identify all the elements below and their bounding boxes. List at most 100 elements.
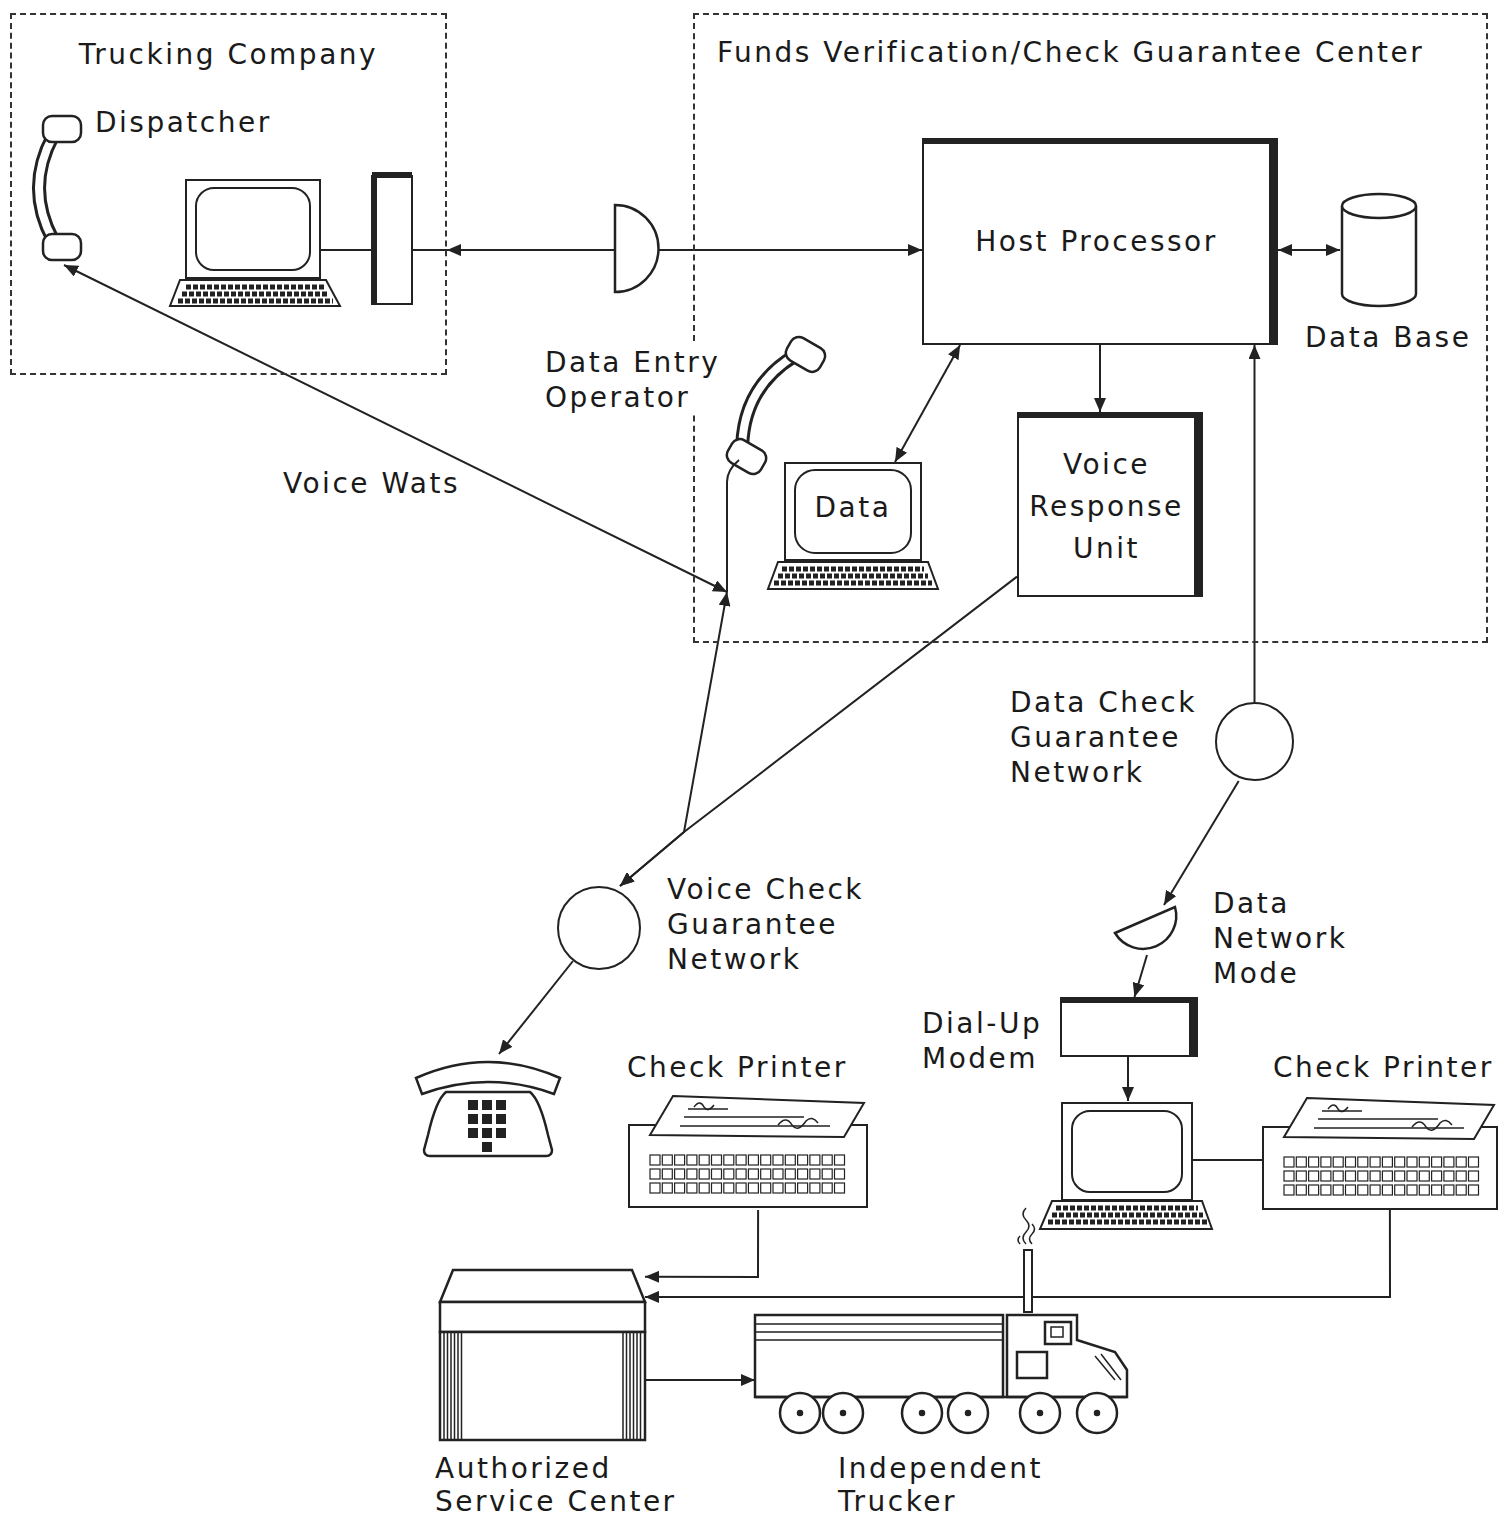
check-printer-icon-part (1432, 1171, 1442, 1181)
telephone-icon-part-part (496, 1100, 506, 1110)
check-printer-icon-part (1395, 1185, 1405, 1195)
check-printer-icon-part (724, 1183, 734, 1193)
connector-arrow (645, 1379, 755, 1381)
check-printer-icon-part (650, 1155, 660, 1165)
check-printer-icon-part (785, 1183, 795, 1193)
truck-illustration-icon-part-part (841, 1411, 845, 1415)
service-building: Authorized Service Center (440, 1270, 645, 1440)
terminal-icon-icon-part (768, 463, 938, 589)
wire (1192, 1159, 1262, 1161)
check-printer-icon-part (810, 1183, 820, 1193)
check-printer-icon-part (822, 1155, 832, 1165)
check-printer-icon-part (1296, 1171, 1306, 1181)
check-printer-icon-part (785, 1169, 795, 1179)
truck-illustration-icon-part-part (1077, 1393, 1117, 1433)
telephone-icon-part-part (468, 1100, 478, 1110)
check-printer-icon-part (650, 1096, 864, 1137)
check-printer-icon-part (687, 1155, 697, 1165)
check-printer-icon-part (1407, 1185, 1417, 1195)
check-printer-icon-part (662, 1155, 672, 1165)
check-printer-icon (628, 1095, 868, 1210)
truck-illustration-icon-part-part (948, 1393, 988, 1433)
truck-illustration-icon-part-part (1038, 1411, 1042, 1415)
check-printer-icon-part (773, 1169, 783, 1179)
check-printer-icon-part (798, 1155, 808, 1165)
check-printer-icon-part (773, 1183, 783, 1193)
check-printer-icon-part (1382, 1157, 1392, 1167)
check-printer-icon-part (1284, 1098, 1494, 1139)
node-label: Check Printer (1273, 1050, 1501, 1085)
telephone-handset-icon-part-part (43, 234, 81, 260)
check-printer-icon-part (1395, 1171, 1405, 1181)
process-box: Voice Response Unit (1017, 412, 1203, 597)
remote-terminal (1040, 1103, 1212, 1229)
telephone-icon-part (468, 1100, 506, 1152)
check-printer-icon-part (1407, 1157, 1417, 1167)
truck-illustration-icon-part (755, 1315, 1127, 1433)
wire (320, 249, 449, 251)
check-printer-icon-part (699, 1155, 709, 1165)
truck-illustration-icon-part-part (780, 1393, 820, 1433)
telephone-handset-icon-part-part (39, 136, 53, 240)
check-printer-icon-part (1382, 1171, 1392, 1181)
telephone-icon-part-part (482, 1128, 492, 1138)
check-printer-icon-part (1370, 1185, 1380, 1195)
telephone-handset-icon-part-part (730, 349, 794, 446)
exhaust-stack-part (1018, 1208, 1035, 1244)
check-printer-icon-part (1284, 1157, 1294, 1167)
check-printer-icon-part (1321, 1171, 1331, 1181)
service-building-icon (440, 1270, 645, 1440)
leader-arrow (1127, 1057, 1129, 1101)
modem-symbol-icon-part (1115, 907, 1176, 949)
check-printer-icon-part (675, 1155, 685, 1165)
telephone-handset: Dispatcher (25, 110, 90, 265)
connector-arrow (645, 1210, 758, 1277)
check-printer-icon-part (810, 1169, 820, 1179)
database-cylinder-icon (1340, 192, 1418, 308)
network-circle: Voice Check Guarantee Network (557, 886, 641, 970)
check-printer-icon-part (662, 1169, 672, 1179)
truck-illustration-icon-part-part (920, 1411, 924, 1415)
check-printer-icon-part (699, 1169, 709, 1179)
service-building-icon-part-part (440, 1332, 645, 1440)
connector-arrow (645, 1210, 1390, 1297)
check-printer-icon-part (1314, 1111, 1464, 1128)
service-building-icon-part-part (440, 1270, 645, 1302)
node-label: Voice Response Unit (1019, 444, 1194, 570)
check-printer-icon-part (748, 1183, 758, 1193)
truck-illustration-icon-part-part (1017, 1352, 1047, 1378)
check-printer-icon-part (1358, 1157, 1368, 1167)
telephone-handset-icon-part (720, 332, 828, 478)
telephone-handset-icon-part-part (39, 136, 53, 240)
connector-arrow (1278, 249, 1340, 251)
dispatcher-terminal (170, 180, 340, 306)
check-printer-icon-part (1407, 1171, 1417, 1181)
dispatcher-terminal-part (170, 280, 340, 306)
check-printer-icon-part (1321, 1185, 1331, 1195)
modem-symbol-icon (1113, 905, 1198, 955)
connector-arrow (447, 249, 922, 251)
node-label: Dial-Up Modem (922, 1006, 1057, 1076)
node-label: Dispatcher (95, 105, 300, 140)
service-building-icon-part-part (440, 1302, 645, 1332)
check-printer-icon-part (1444, 1157, 1454, 1167)
check-printer-icon-part (675, 1183, 685, 1193)
check-printer-icon-part (1309, 1157, 1319, 1167)
telephone-handset-icon-part (39, 116, 81, 260)
remote-terminal-part (1048, 1208, 1207, 1222)
cpu-tower (372, 172, 412, 304)
check-printer-icon-part (1444, 1185, 1454, 1195)
check-printer-icon-part (1456, 1185, 1466, 1195)
check-printer-icon (1262, 1097, 1498, 1210)
node-label: Host Processor (924, 224, 1269, 259)
check-printer: Check Printer (1262, 1097, 1498, 1210)
check-printer-icon-part (761, 1183, 771, 1193)
check-printer-icon-part (835, 1155, 845, 1165)
remote-terminal-part (1062, 1103, 1192, 1200)
connector-arrow (620, 577, 1017, 886)
check-printer-icon-part (662, 1183, 672, 1193)
telephone-icon-part-part (468, 1128, 478, 1138)
check-printer-icon-part (1346, 1157, 1356, 1167)
node-label: Authorized Service Center (435, 1452, 700, 1518)
node-label: Data Network Mode (1213, 886, 1383, 991)
